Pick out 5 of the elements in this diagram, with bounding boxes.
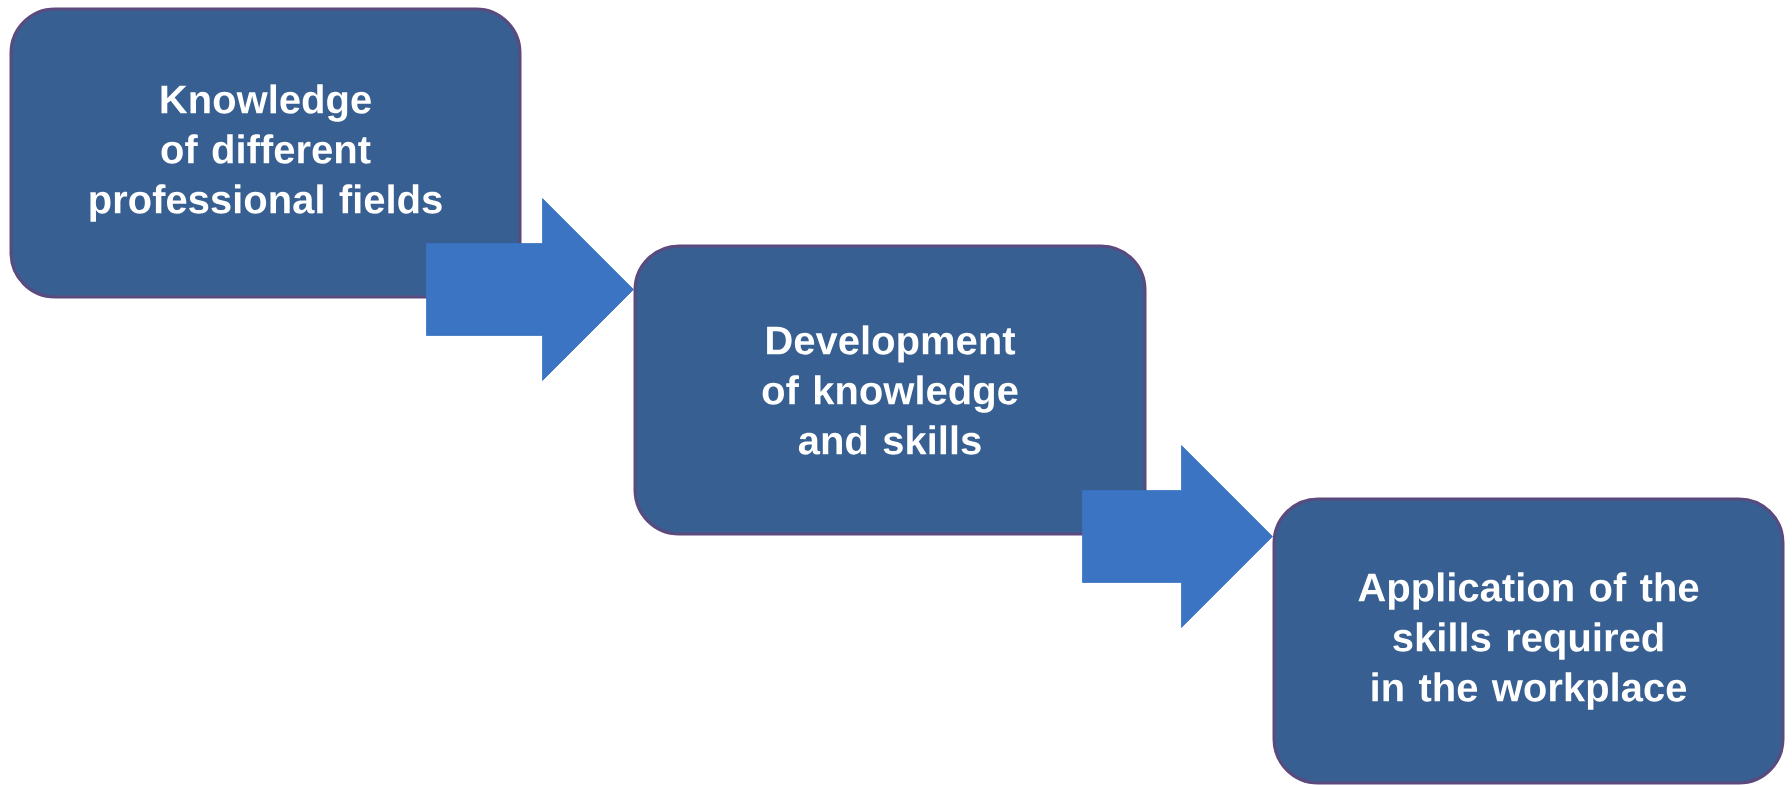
block-arrow [426, 198, 634, 381]
block-arrow [1082, 445, 1273, 628]
process-box: Development of knowledge and skills [633, 244, 1147, 536]
process-box: Knowledge of different professional fields [9, 7, 522, 299]
process-box: Application of the skills required in the workplace [1272, 497, 1785, 785]
